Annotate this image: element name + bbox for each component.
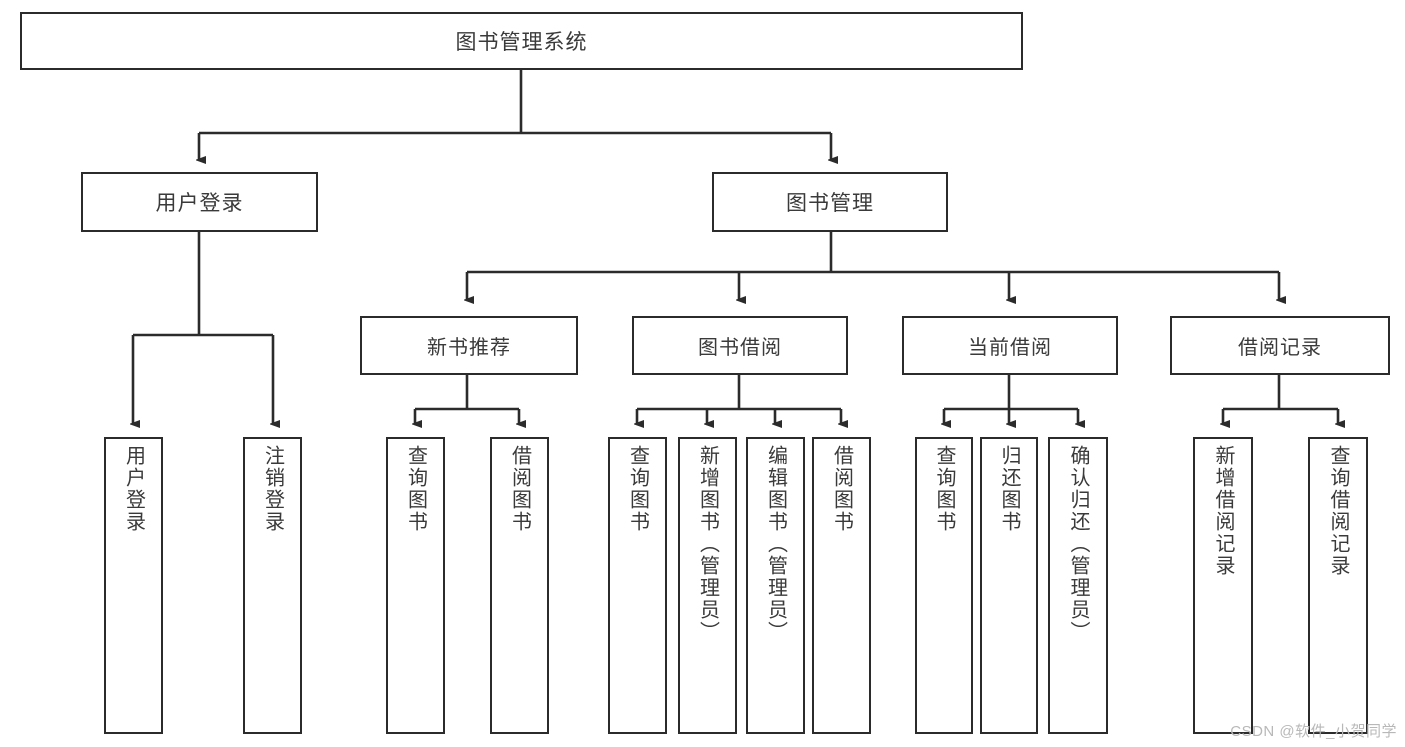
node-label: 注销登录 <box>261 445 284 533</box>
leaf-add-borrow-record[interactable]: 新增借阅记录 <box>1193 437 1253 734</box>
node-label: 查询图书 <box>933 445 955 533</box>
node-label: 新书推荐 <box>427 337 511 359</box>
node-label: 新增图书（管理员） <box>696 445 719 643</box>
node-label: 用户登录 <box>155 192 244 215</box>
leaf-query-borrow-record[interactable]: 查询借阅记录 <box>1308 437 1368 734</box>
node-book-borrow[interactable]: 图书借阅 <box>632 316 848 375</box>
node-label: 查询图书 <box>404 445 427 533</box>
node-new-book-recommend[interactable]: 新书推荐 <box>360 316 578 375</box>
leaf-user-login[interactable]: 用户登录 <box>104 437 163 734</box>
node-label: 用户登录 <box>122 445 145 533</box>
node-root-book-management-system[interactable]: 图书管理系统 <box>20 12 1023 70</box>
node-label: 查询图书 <box>626 445 649 533</box>
leaf-add-book-admin[interactable]: 新增图书（管理员） <box>678 437 737 734</box>
node-label: 借阅图书 <box>508 445 531 533</box>
node-label: 编辑图书（管理员） <box>764 445 787 643</box>
leaf-query-book-borrow[interactable]: 查询图书 <box>608 437 667 734</box>
node-book-management[interactable]: 图书管理 <box>712 172 948 232</box>
leaf-query-book-recommend[interactable]: 查询图书 <box>386 437 445 734</box>
node-current-borrow[interactable]: 当前借阅 <box>902 316 1118 375</box>
node-label: 借阅记录 <box>1238 337 1322 359</box>
node-label: 图书管理系统 <box>455 31 588 54</box>
node-label: 新增借阅记录 <box>1212 445 1234 577</box>
leaf-query-book-current[interactable]: 查询图书 <box>915 437 973 734</box>
node-label: 确认归还（管理员） <box>1067 445 1089 643</box>
node-label: 当前借阅 <box>968 337 1052 359</box>
node-label: 借阅图书 <box>830 445 853 533</box>
node-label: 归还图书 <box>998 445 1020 533</box>
leaf-borrow-book[interactable]: 借阅图书 <box>812 437 871 734</box>
node-user-login[interactable]: 用户登录 <box>81 172 318 232</box>
leaf-return-book[interactable]: 归还图书 <box>980 437 1038 734</box>
leaf-edit-book-admin[interactable]: 编辑图书（管理员） <box>746 437 805 734</box>
leaf-user-logout[interactable]: 注销登录 <box>243 437 302 734</box>
node-label: 图书管理 <box>786 192 874 215</box>
leaf-borrow-book-recommend[interactable]: 借阅图书 <box>490 437 549 734</box>
node-borrow-record[interactable]: 借阅记录 <box>1170 316 1390 375</box>
node-label: 查询借阅记录 <box>1327 445 1349 577</box>
csdn-watermark: CSDN @软件_小贺同学 <box>1230 723 1397 740</box>
node-label: 图书借阅 <box>698 337 782 359</box>
leaf-confirm-return-admin[interactable]: 确认归还（管理员） <box>1048 437 1108 734</box>
